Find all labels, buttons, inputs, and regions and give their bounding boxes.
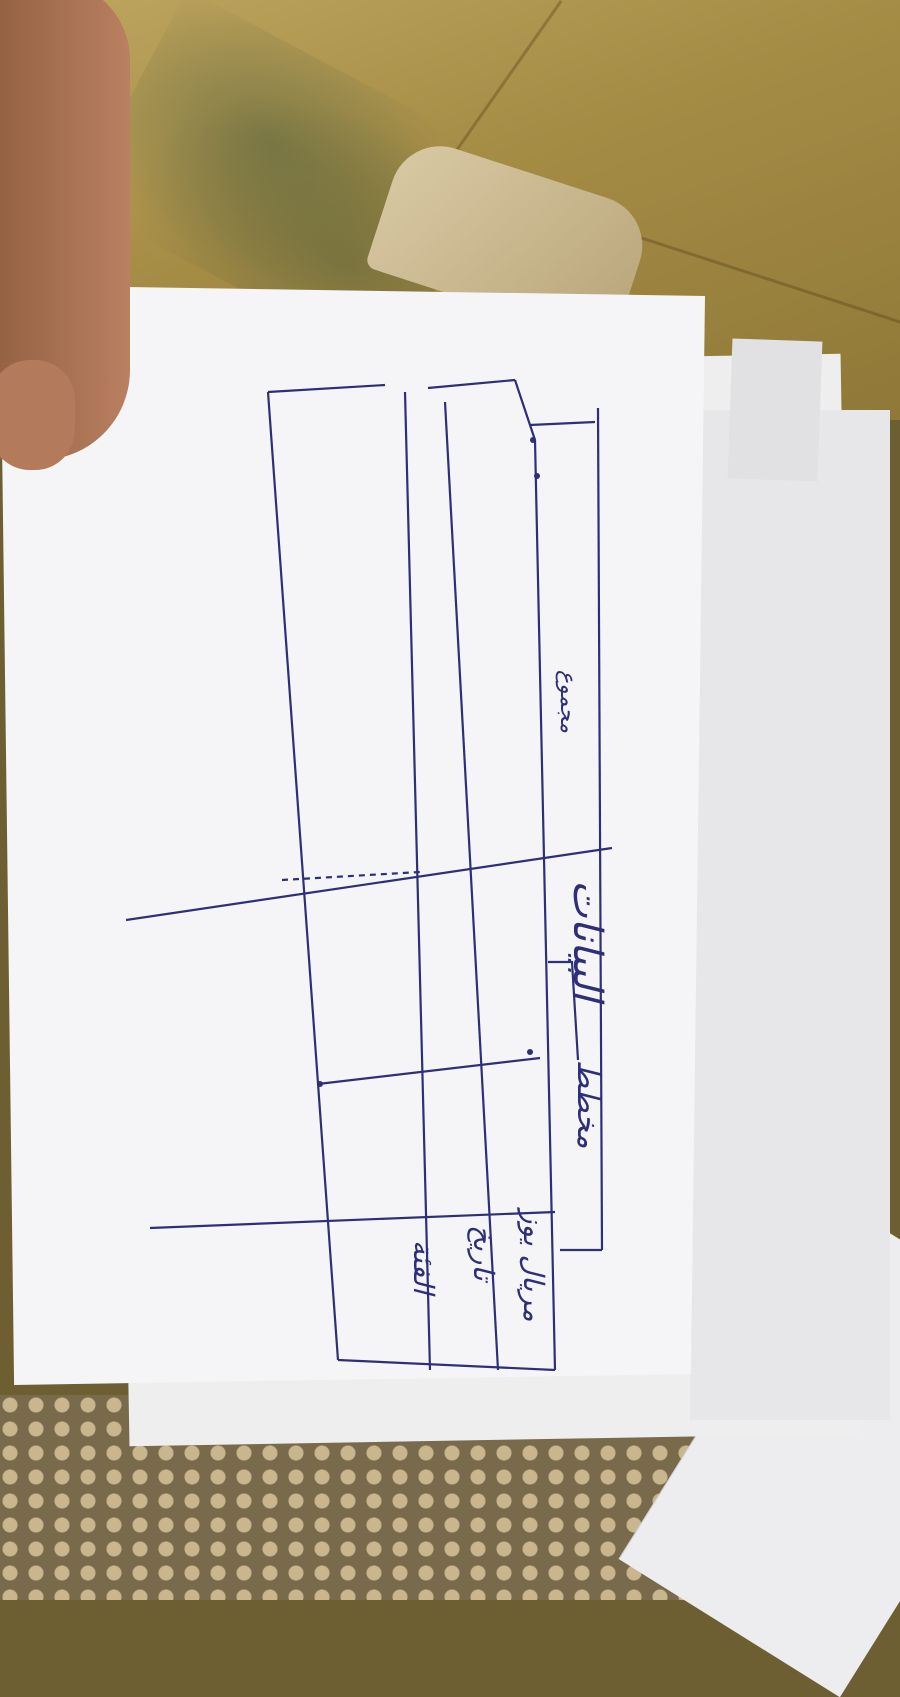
sketch-line bbox=[513, 379, 537, 441]
ink-dot bbox=[534, 473, 540, 479]
label-total: مجموع bbox=[555, 670, 580, 734]
label-date: تاريخ bbox=[467, 1225, 500, 1281]
sketch-line bbox=[443, 401, 500, 1371]
ink-dot bbox=[530, 437, 536, 443]
label-notes: الفئة bbox=[407, 1240, 440, 1294]
sketch-line bbox=[403, 391, 432, 1371]
paper-stack-sheet bbox=[690, 410, 890, 1420]
sketch-line bbox=[337, 1358, 556, 1372]
sketch-line bbox=[281, 870, 421, 882]
sketch-paper bbox=[0, 285, 705, 1385]
sketch-line bbox=[267, 383, 386, 394]
sketch-line bbox=[427, 378, 516, 390]
sketch-line bbox=[317, 1056, 541, 1086]
sketch-line bbox=[266, 391, 340, 1361]
label-reserved: مخطط bbox=[570, 1060, 605, 1149]
ink-dot bbox=[527, 1049, 533, 1055]
label-name: مريال يوز bbox=[517, 1210, 550, 1322]
sketch-line bbox=[125, 846, 613, 922]
sketch-heading: البيانات bbox=[564, 880, 610, 1001]
sketch-line bbox=[533, 439, 557, 1371]
sketch-line bbox=[596, 407, 604, 1251]
table-sketch bbox=[125, 378, 613, 1372]
sketch-line bbox=[548, 960, 580, 1061]
sketch-line bbox=[529, 420, 596, 427]
sketch-line bbox=[149, 1210, 556, 1230]
thumb bbox=[0, 360, 75, 470]
ink-dot bbox=[317, 1081, 323, 1087]
